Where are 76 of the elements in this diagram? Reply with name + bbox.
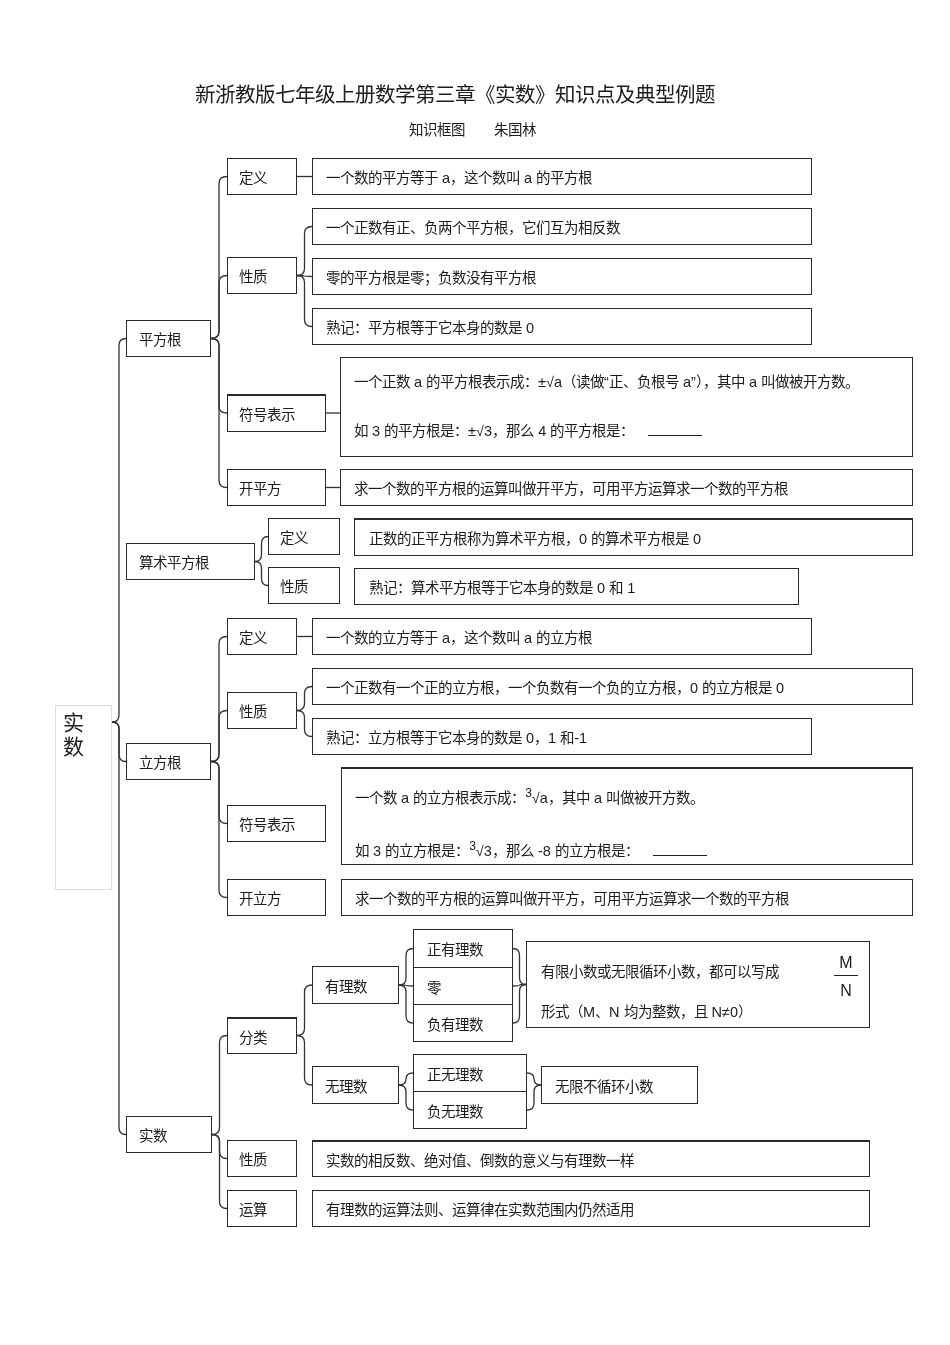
connector-line: [526, 1072, 542, 1086]
example-text: 如 3 的平方根是：±√3，那么 4 的平方根是：: [354, 423, 635, 439]
category-cell: 正无理数: [413, 1054, 527, 1092]
connector-line: [526, 1084, 542, 1111]
fraction-numerator: M: [838, 953, 854, 973]
subtopic-box: 运算: [227, 1190, 297, 1227]
subtopic-box: 定义: [227, 158, 297, 195]
subtopic-box: 性质: [227, 692, 297, 729]
note-box: 熟记：立方根等于它本身的数是 0，1 和-1: [312, 718, 812, 755]
connector-line: [398, 984, 414, 987]
subtopic-box: 符号表示: [227, 805, 326, 842]
subtopic-box: 有理数: [312, 966, 399, 1004]
note-box: 一个数的平方等于 a，这个数叫 a 的平方根: [312, 158, 812, 195]
note-box: [341, 767, 913, 865]
connector-line: [254, 560, 269, 587]
note-box: 无限不循环小数: [541, 1066, 698, 1104]
root-text: 实数: [63, 711, 85, 759]
subtopic-box: 开立方: [227, 879, 326, 916]
note-box: 求一个数的平方根的运算叫做开平方，可用平方运算求一个数的平方根: [341, 879, 913, 916]
subtopic-box: 定义: [227, 618, 297, 655]
fraction-denominator: N: [839, 981, 853, 1001]
connector-line: [111, 337, 127, 723]
connector-line: [296, 274, 313, 328]
connector-line: [512, 983, 527, 1024]
note-box: 求一个数的平方根的运算叫做开平方，可用平方运算求一个数的平方根: [340, 469, 913, 506]
note-box: [340, 357, 913, 457]
subtopic-box: 符号表示: [227, 394, 326, 432]
root-panel: [55, 705, 112, 890]
subtopic-box: 定义: [268, 518, 340, 555]
note-box: 一个正数有正、负两个平方根，它们互为相反数: [312, 208, 812, 245]
category-cell: 负无理数: [413, 1091, 527, 1129]
subtopic-box: 无理数: [312, 1066, 399, 1104]
note-box: 实数的相反数、绝对值、倒数的意义与有理数一样: [312, 1140, 870, 1177]
connector-line: [210, 337, 228, 489]
statement-text: 一个数 a 的立方根表示成：$^{3}$√a，其中 a 叫做被开方数。: [355, 785, 704, 808]
connector-line: [296, 709, 313, 738]
connector-line: [296, 175, 313, 178]
category-cell: 负有理数: [413, 1004, 513, 1042]
connector-line: [296, 1034, 313, 1086]
statement-text: 形式（M、N 均为整数，且 N≠0）: [541, 1003, 753, 1022]
note-box: 正数的正平方根称为算术平方根，0 的算术平方根是 0: [354, 518, 913, 556]
note-box: 零的平方根是零；负数没有平方根: [312, 258, 812, 295]
author-name: 朱国林: [494, 121, 536, 140]
example-text: 如 3 的立方根是：$^{3}$√3，那么 -8 的立方根是：: [355, 842, 639, 859]
connector-line: [210, 760, 228, 899]
subtopic-box: 性质: [268, 567, 340, 604]
statement-text: 有限小数或无限循环小数，都可以写成: [541, 963, 779, 982]
topic-box: 平方根: [126, 320, 211, 357]
subtitle: 知识框图: [409, 121, 465, 140]
note-box: 熟记：算术平方根等于它本身的数是 0 和 1: [354, 568, 799, 605]
subtopic-box: 性质: [227, 257, 297, 294]
connector-line: [211, 1133, 228, 1210]
connector-line: [398, 984, 414, 1024]
category-cell: 零: [413, 967, 513, 1005]
connector-line: [111, 721, 127, 1136]
category-cell: 正有理数: [413, 929, 513, 968]
note-box: 有理数的运算法则、运算律在实数范围内仍然适用: [312, 1190, 870, 1227]
subtopic-box: 性质: [227, 1140, 297, 1177]
note-box: 一个正数有一个正的立方根，一个负数有一个负的立方根，0 的立方根是 0: [312, 668, 913, 705]
note-box: 一个数的立方等于 a，这个数叫 a 的立方根: [312, 618, 812, 655]
connector-line: [325, 486, 341, 489]
connector-line: [254, 535, 269, 563]
connector-line: [296, 635, 313, 638]
subtopic-box: 开平方: [227, 469, 326, 506]
topic-box: 算术平方根: [126, 543, 255, 580]
connector-line: [398, 1084, 414, 1111]
topic-box: 立方根: [126, 743, 211, 780]
note-box: [526, 941, 870, 1028]
subtopic-box: 分类: [227, 1017, 297, 1054]
statement-text: 一个正数 a 的平方根表示成：±√a（读做“正、负根号 a”），其中 a 叫做被开方数。: [354, 373, 859, 392]
connector-line: [398, 1072, 414, 1086]
title: 新浙教版七年级上册数学第三章《实数》知识点及典型例题: [195, 82, 715, 108]
note-box: 熟记：平方根等于它本身的数是 0: [312, 308, 812, 345]
topic-box: 实数: [126, 1116, 212, 1153]
connector-line: [325, 412, 341, 414]
connector-line: [512, 947, 527, 986]
